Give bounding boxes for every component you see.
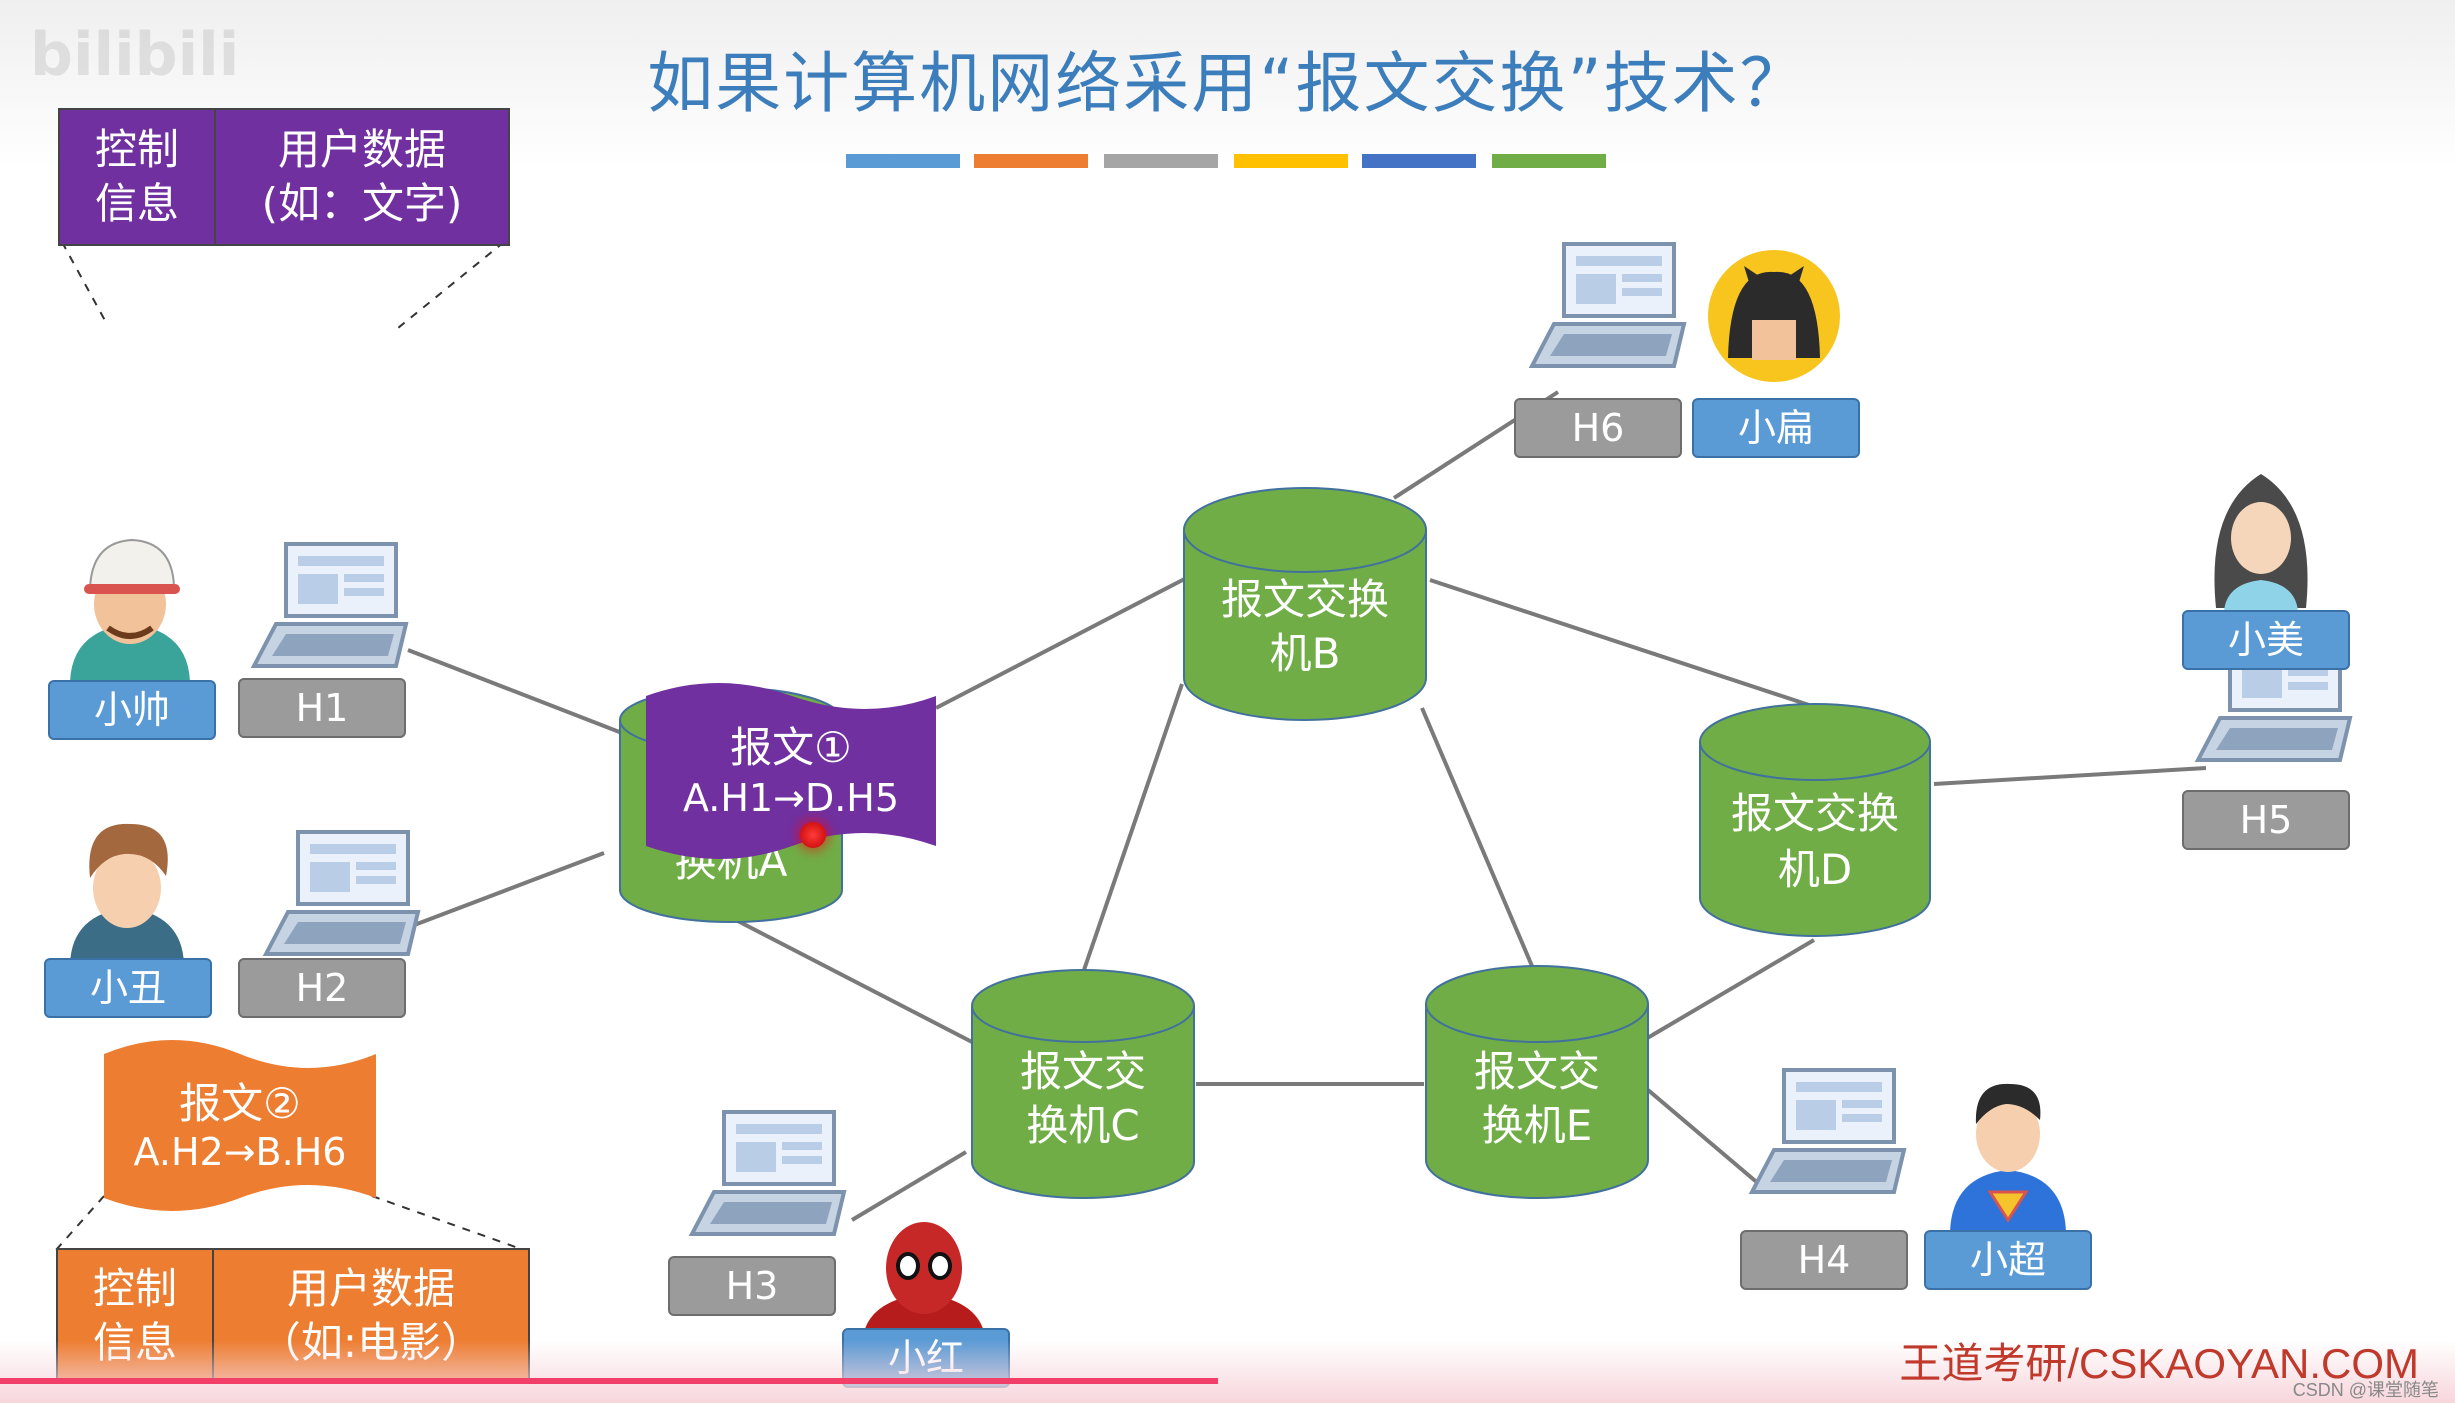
switch-d-cylinder (1699, 703, 1931, 937)
tag-host-h4: H4 (1740, 1230, 1908, 1290)
switch-d: 报文交换 机D (1698, 702, 1932, 938)
message-1-flag-shape (646, 683, 936, 859)
message-1-route: A.H1→D.H5 (682, 776, 900, 820)
switch-d-label-1: 报文交换 (1730, 789, 1899, 838)
message-2-route: A.H2→B.H6 (133, 1130, 347, 1174)
title-color-bar (974, 154, 1088, 168)
link-b-c (1082, 683, 1184, 971)
laptop-h3-icon (688, 1110, 847, 1236)
tag-user-xiaoshuai: 小帅 (48, 680, 216, 740)
switch-e-cylinder (1425, 965, 1649, 1199)
link-a-b (935, 570, 1199, 710)
laptop-h4-icon (1748, 1068, 1907, 1194)
title-color-bar (1362, 154, 1476, 168)
message-2-flag: 报文② A.H2→B.H6 (102, 1030, 378, 1220)
packet-top-dash-left (61, 241, 109, 327)
switch-c: 报文交 换机C (970, 968, 1196, 1200)
footer-brand: 王道考研/CSKAOYAN.COM (1899, 1340, 2419, 1387)
packet-top-control-info: 控制 信息 (60, 110, 216, 244)
packet-top-user-data: 用户数据 (如：文字) (261, 125, 463, 228)
user-xiaohong-avatar (862, 1222, 986, 1342)
laptop-h6-icon (1528, 242, 1687, 368)
packet-format-top: 控制 信息 用户数据 (如：文字) (58, 108, 510, 246)
message-2-name: 报文② (179, 1079, 301, 1128)
packet-bottom-dash-right (371, 1195, 525, 1251)
switch-b: 报文交换 机B (1182, 486, 1428, 722)
tag-user-xiaobian: 小扁 (1692, 398, 1860, 458)
switch-b-cylinder (1183, 487, 1427, 721)
link-d-e (1642, 938, 1816, 1042)
link-h2-a (379, 851, 605, 940)
tag-user-xiaochou: 小丑 (44, 958, 212, 1018)
message-2-flag-shape (104, 1040, 376, 1211)
tag-host-h3: H3 (668, 1256, 836, 1316)
tag-user-xiaomei: 小美 (2182, 610, 2350, 670)
link-d-h5 (1933, 766, 2207, 786)
user-xiaochao-avatar (1950, 1083, 2066, 1232)
message-1-flag: 报文① A.H1→D.H5 (644, 676, 938, 866)
switch-e-label-1: 报文交 (1473, 1047, 1600, 1096)
page-title: 如果计算机网络采用“报文交换”技术？ (647, 45, 1808, 122)
tag-user-xiaochao: 小超 (1924, 1230, 2092, 1290)
video-progress-bar (0, 1378, 1218, 1384)
switch-b-label-2: 机B (1269, 629, 1341, 678)
link-c-h3 (850, 1150, 968, 1222)
switch-c-cylinder (971, 969, 1195, 1199)
switch-d-label-2: 机D (1777, 845, 1853, 894)
title-color-bar (1234, 154, 1348, 168)
switch-b-label-1: 报文交换 (1220, 575, 1389, 624)
title-color-bar (1104, 154, 1218, 168)
bilibili-watermark: bilibili (30, 20, 240, 90)
tag-host-h2: H2 (238, 958, 406, 1018)
user-xiaochou-avatar (70, 823, 184, 964)
cursor-pointer (800, 822, 826, 848)
tag-host-h5: H5 (2182, 790, 2350, 850)
title-color-bar (1492, 154, 1606, 168)
laptop-h2-icon (262, 830, 421, 956)
switch-e: 报文交 换机E (1424, 964, 1650, 1200)
user-xiaoshuai-avatar (70, 538, 190, 682)
link-h1-a (407, 648, 623, 735)
bottom-wave-decoration (0, 1340, 2455, 1403)
switch-c-label-1: 报文交 (1019, 1047, 1146, 1096)
packet-top-dash-right (397, 241, 505, 329)
user-xiaobian-avatar (1708, 250, 1840, 382)
switch-c-label-2: 换机C (1026, 1101, 1140, 1150)
packet-bottom-dash-left (55, 1195, 105, 1251)
tag-host-h1: H1 (238, 678, 406, 738)
tag-host-h6: H6 (1514, 398, 1682, 458)
link-e-h4 (1646, 1088, 1768, 1192)
switch-e-label-2: 换机E (1481, 1101, 1593, 1150)
link-a-c (731, 916, 973, 1044)
user-xiaomei-avatar (2214, 474, 2308, 612)
link-b-d (1429, 578, 1813, 708)
message-1-name: 报文① (730, 723, 852, 772)
title-color-bar (846, 154, 960, 168)
laptop-h1-icon (250, 542, 409, 668)
link-b-e (1420, 707, 1534, 967)
footer-credit: CSDN @课堂随笔 (2292, 1380, 2439, 1400)
